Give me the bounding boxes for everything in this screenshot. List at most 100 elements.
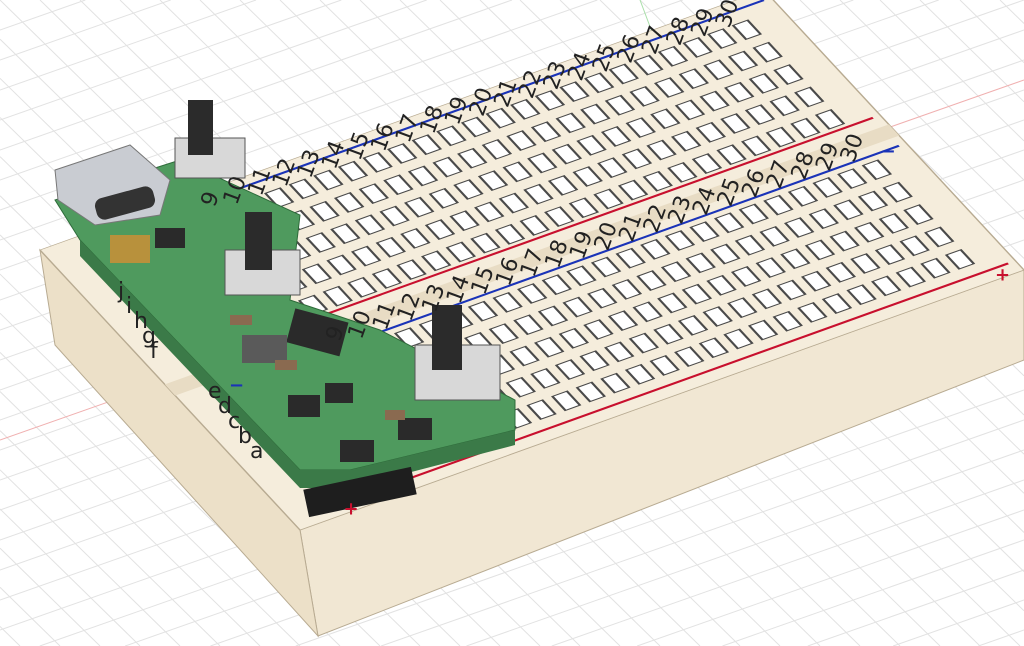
breadboard-hole[interactable] [670,130,702,152]
breadboard-hole[interactable] [854,221,885,243]
breadboard-hole[interactable] [593,188,624,210]
breadboard-hole[interactable] [657,292,688,314]
breadboard-hole[interactable] [713,212,745,234]
breadboard-hole[interactable] [467,300,499,322]
breadboard-hole[interactable] [587,287,618,309]
breadboard-hole[interactable] [899,235,930,257]
breadboard-hole[interactable] [702,306,733,327]
breadboard-hole[interactable] [387,143,418,164]
breadboard-hole[interactable] [636,270,667,291]
breadboard-hole[interactable] [747,319,779,341]
breadboard-hole[interactable] [608,63,639,85]
breadboard-hole[interactable] [600,126,632,147]
breadboard-hole[interactable] [751,288,783,310]
breadboard-hole[interactable] [510,98,541,120]
breadboard-hole[interactable] [371,268,403,289]
breadboard-hole[interactable] [682,37,713,58]
breadboard-hole[interactable] [457,147,488,169]
breadboard-hole[interactable] [436,125,467,147]
breadboard-hole[interactable] [755,257,786,279]
breadboard-hole[interactable] [727,50,759,72]
breadboard-hole[interactable] [554,359,586,380]
breadboard-hole[interactable] [703,59,734,81]
breadboard-hole[interactable] [347,276,378,298]
breadboard-hole[interactable] [337,160,369,182]
breadboard-hole[interactable] [689,221,720,243]
breadboard-hole[interactable] [772,310,803,332]
breadboard-hole[interactable] [621,148,653,170]
breadboard-hole[interactable] [453,179,484,200]
breadboard-hole[interactable] [407,165,439,187]
breadboard-hole[interactable] [920,257,951,279]
breadboard-hole[interactable] [650,108,681,130]
breadboard-hole[interactable] [590,256,622,278]
breadboard-hole[interactable] [309,200,340,222]
breadboard-hole[interactable] [505,376,536,398]
breadboard-hole[interactable] [559,81,590,103]
breadboard-hole[interactable] [572,166,603,187]
breadboard-hole[interactable] [731,19,763,41]
breadboard-hole[interactable] [379,205,410,227]
breadboard-hole[interactable] [523,183,554,205]
breadboard-hole[interactable] [744,104,776,126]
breadboard-hole[interactable] [797,301,828,323]
breadboard-hole[interactable] [533,336,565,358]
breadboard-hole[interactable] [804,239,836,261]
breadboard-hole[interactable] [322,285,353,307]
breadboard-hole[interactable] [740,135,772,157]
breadboard-hole[interactable] [808,208,840,230]
breadboard-hole[interactable] [513,314,544,336]
breadboard-hole[interactable] [734,234,766,256]
breadboard-hole[interactable] [362,151,393,173]
breadboard-hole[interactable] [604,94,636,116]
breadboard-hole[interactable] [615,247,646,269]
breadboard-hole[interactable] [776,279,807,301]
breadboard-hole[interactable] [526,399,557,421]
breadboard-hole[interactable] [814,108,846,130]
breadboard-hole[interactable] [551,143,583,165]
breadboard-hole[interactable] [882,181,913,203]
breadboard-hole[interactable] [657,45,689,67]
breadboard-hole[interactable] [716,144,747,166]
breadboard-hole[interactable] [583,72,615,94]
breadboard-hole[interactable] [691,153,723,174]
breadboard-hole[interactable] [724,81,755,103]
breadboard-hole[interactable] [698,337,730,359]
breadboard-hole[interactable] [829,230,860,252]
breadboard-hole[interactable] [597,157,628,179]
slide-switch-1[interactable] [174,100,246,179]
breadboard-hole[interactable] [646,139,677,161]
breadboard-hole[interactable] [566,265,597,287]
breadboard-hole[interactable] [678,68,710,90]
breadboard-hole[interactable] [411,134,443,156]
breadboard-hole[interactable] [428,187,460,209]
breadboard-hole[interactable] [420,250,452,272]
breadboard-hole[interactable] [498,192,530,214]
breadboard-hole[interactable] [944,248,976,270]
breadboard-hole[interactable] [470,232,501,254]
breadboard-hole[interactable] [326,254,357,276]
breadboard-hole[interactable] [710,243,741,265]
slide-switch-2[interactable] [224,212,301,296]
breadboard-hole[interactable] [632,301,663,323]
breadboard-hole[interactable] [555,112,586,134]
breadboard-hole[interactable] [759,225,790,247]
breadboard-hole[interactable] [460,116,492,138]
breadboard-hole[interactable] [305,232,336,253]
breadboard-hole[interactable] [699,90,730,112]
breadboard-hole[interactable] [527,152,558,174]
breadboard-hole[interactable] [600,372,631,394]
breadboard-hole[interactable] [846,284,877,306]
breadboard-hole[interactable] [794,86,825,108]
breadboard-hole[interactable] [664,230,696,251]
breadboard-hole[interactable] [780,248,811,270]
breadboard-hole[interactable] [509,345,540,367]
breadboard-hole[interactable] [752,41,783,63]
breadboard-hole[interactable] [576,134,607,156]
breadboard-hole[interactable] [783,217,815,238]
breadboard-hole[interactable] [263,187,295,209]
breadboard-hole[interactable] [432,156,463,178]
breadboard-hole[interactable] [629,85,660,107]
breadboard-hole[interactable] [660,261,692,283]
slide-switch-3[interactable] [414,305,501,401]
